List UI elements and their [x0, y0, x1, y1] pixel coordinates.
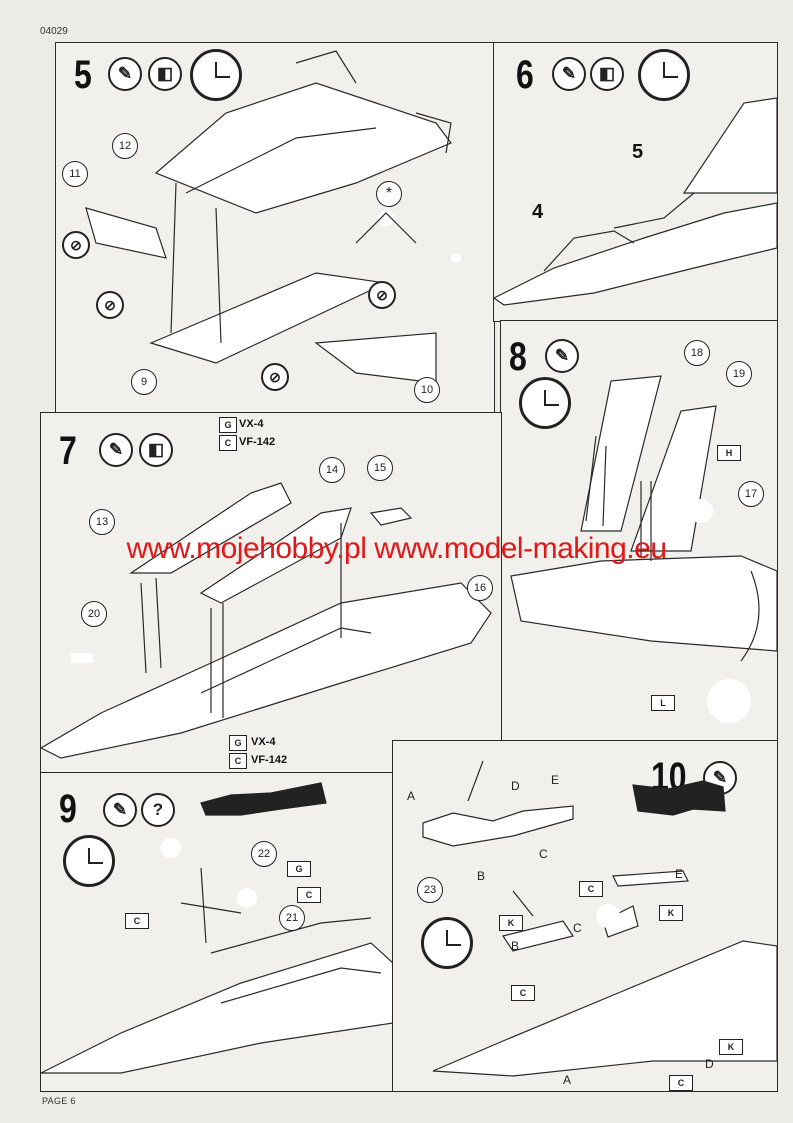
glue-tube-icon: ✎ [99, 433, 133, 467]
question-icon: ? [141, 793, 175, 827]
part-callout: 15 [367, 455, 393, 481]
step-10-panel: 10 ✎ A D E C B 23 E C B D A C K K C K C [392, 740, 778, 1092]
decal-code-marker: C [297, 887, 321, 903]
variant-label: VX-4 [239, 418, 264, 430]
decal-code-marker: K [719, 1039, 743, 1055]
step-6-panel: 6 ✎ ◧ 5 4 [493, 42, 778, 322]
glue-tube-icon: ✎ [552, 57, 586, 91]
decal-code-marker: C [229, 753, 247, 769]
asterisk-callout: * [376, 181, 402, 207]
decal-code-marker: C [511, 985, 535, 1001]
part-letter: E [675, 867, 684, 881]
part-callout: 11 [62, 161, 88, 187]
variant-label: VF-142 [239, 436, 276, 448]
part-letter: A [407, 789, 416, 803]
nose-gear-drawing [41, 782, 393, 1074]
decal-code-marker: G [219, 417, 237, 433]
drying-clock-icon [190, 49, 242, 101]
no-glue-icon: ⊘ [368, 281, 396, 309]
decal-code-marker: L [651, 695, 675, 711]
page-number: PAGE 6 [42, 1096, 76, 1106]
part-letter: D [705, 1057, 714, 1071]
part-letter: B [477, 869, 486, 883]
step-8-panel: 8 ✎ 18 19 17 H L [500, 320, 778, 742]
no-glue-icon: ⊘ [62, 231, 90, 259]
part-callout: 16 [467, 575, 493, 601]
site-watermark: www.mojehobby.pl www.model-making.eu [126, 532, 667, 565]
fuselage-assembly-drawing [85, 50, 461, 384]
drying-clock-icon [519, 377, 571, 429]
document-code: 04029 [40, 26, 68, 37]
paint-bottle-icon: ◧ [590, 57, 624, 91]
drying-clock-icon [638, 49, 690, 101]
step-number: 9 [59, 787, 77, 831]
glue-tube-icon: ✎ [103, 793, 137, 827]
step-9-panel: 9 ✎ ? 22 21 G C C [40, 772, 394, 1092]
no-glue-icon: ⊘ [261, 363, 289, 391]
part-callout: 19 [726, 361, 752, 387]
part-letter: E [551, 773, 560, 787]
tail-fins-drawing [510, 375, 777, 723]
variant-label: VX-4 [251, 736, 276, 748]
part-letter: C [539, 847, 548, 861]
paint-bottle-icon: ◧ [148, 57, 182, 91]
decal-code-marker: G [229, 735, 247, 751]
decal-code-marker: C [125, 913, 149, 929]
part-letter: B [511, 939, 520, 953]
part-callout: 9 [131, 369, 157, 395]
no-glue-icon: ⊘ [96, 291, 124, 319]
step-number: 8 [509, 335, 527, 379]
variant-label: VF-142 [251, 754, 288, 766]
decal-code-marker: K [499, 915, 523, 931]
part-callout: 20 [81, 601, 107, 627]
part-letter: C [573, 921, 582, 935]
decal-code-marker: C [219, 435, 237, 451]
step-number: 6 [516, 53, 534, 97]
part-callout: 18 [684, 340, 710, 366]
decal-code-marker: C [579, 881, 603, 897]
part-callout: 21 [279, 905, 305, 931]
decal-code-marker: H [717, 445, 741, 461]
step-number: 7 [59, 429, 77, 473]
glue-tube-icon: ✎ [545, 339, 579, 373]
step-7-panel: 7 ✎ ◧ G VX-4 C VF-142 14 15 13 16 20 G V… [40, 412, 502, 774]
part-callout: 14 [319, 457, 345, 483]
part-callout: 12 [112, 133, 138, 159]
intake-assembly-drawing [41, 482, 492, 759]
drying-clock-icon [63, 835, 115, 887]
part-callout: 23 [417, 877, 443, 903]
glue-tube-icon: ✎ [108, 57, 142, 91]
paint-bottle-icon: ◧ [139, 433, 173, 467]
part-callout: 17 [738, 481, 764, 507]
cockpit-assembly-drawing [494, 97, 777, 306]
decal-code-marker: G [287, 861, 311, 877]
decal-code-marker: C [669, 1075, 693, 1091]
part-label: 5 [632, 141, 644, 163]
part-callout: 13 [89, 509, 115, 535]
part-label: 4 [532, 201, 544, 223]
part-callout: 22 [251, 841, 277, 867]
step-5-panel: 5 ✎ ◧ ⊘ ⊘ ⊘ ⊘ 12 11 9 10 * [55, 42, 495, 414]
decal-code-marker: K [659, 905, 683, 921]
nose-gear-door-drawing [422, 760, 777, 1077]
drying-clock-icon [421, 917, 473, 969]
part-letter: D [511, 779, 520, 793]
step-number: 5 [74, 53, 92, 97]
part-letter: A [563, 1073, 572, 1087]
part-callout: 10 [414, 377, 440, 403]
